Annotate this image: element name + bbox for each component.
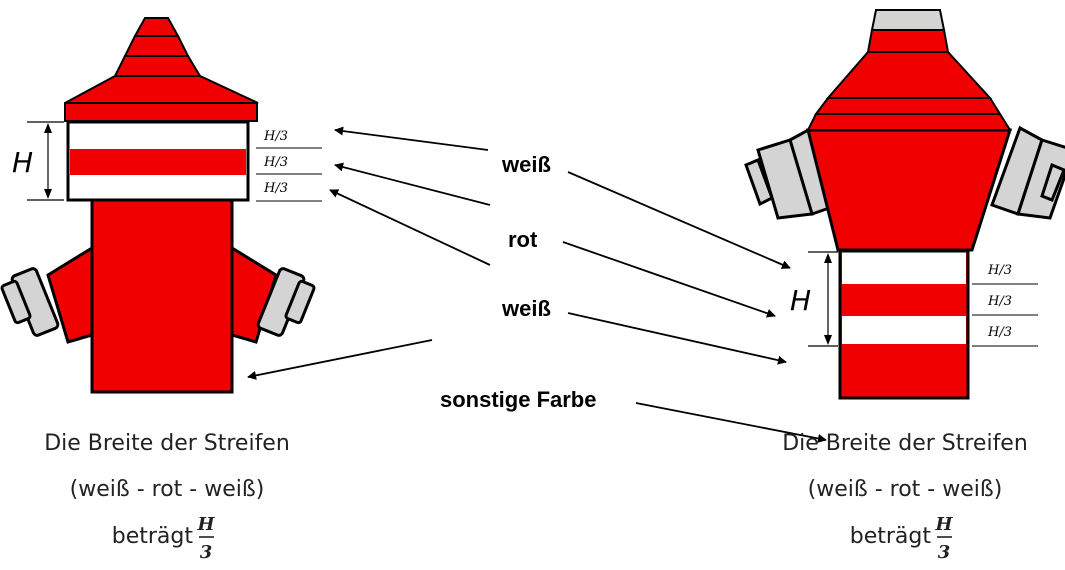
right-height-label: H [790,284,811,317]
right-fraction-3: H/3 [987,325,1012,340]
right-fraction-2: H/3 [987,294,1012,309]
arrow-rot-left [334,162,491,206]
left-hydrant-cap [64,17,259,122]
arrows [247,126,827,443]
left-height-label: H [12,146,33,179]
left-fraction-table: H/3 H/3 H/3 [256,129,322,202]
right-hydrant: H H/3 H/3 H/3 [744,9,1065,400]
left-fraction-3: H/3 [263,181,288,196]
left-caption-line3: beträgt [112,524,194,549]
left-hydrant-left-outlet [0,245,94,344]
right-hydrant-right-outlet [990,125,1065,220]
label-rot: rot [508,227,538,252]
arrow-weiss-bottom-left [329,189,491,266]
left-hydrant-body [90,198,234,394]
left-caption-fraction-denominator: 3 [200,542,213,563]
right-caption-line2: (weiß - rot - weiß) [808,477,1003,502]
right-caption: Die Breite der Streifen (weiß - rot - we… [782,431,1028,563]
left-fraction-1: H/3 [263,129,288,144]
left-hydrant: H H/3 H/3 H/3 [0,17,322,394]
arrow-weiss-bottom-right [567,312,787,365]
left-height-dimension [27,121,64,201]
arrow-other-left [247,339,433,380]
arrow-weiss-top-left [334,126,489,151]
arrow-rot-right [562,241,776,318]
arrow-other-right [635,402,827,443]
right-caption-fraction-denominator: 3 [938,542,951,563]
left-hydrant-right-outlet [230,245,316,344]
label-weiss-bottom: weiß [501,296,551,321]
left-hydrant-stripes [66,120,250,202]
left-caption-line1: Die Breite der Streifen [44,431,290,456]
label-weiss-top: weiß [501,152,551,177]
right-caption-line1: Die Breite der Streifen [782,431,1028,456]
right-caption-fraction-numerator: H [934,514,953,535]
left-caption-fraction-numerator: H [196,514,215,535]
right-hydrant-stripes [842,251,966,344]
right-hydrant-bowl [806,128,1013,252]
arrow-weiss-top-right [567,171,791,269]
right-height-dimension [808,251,838,347]
left-caption-line2: (weiß - rot - weiß) [70,477,265,502]
label-sonstige-farbe: sonstige Farbe [440,387,596,412]
right-fraction-table: H/3 H/3 H/3 [972,263,1038,347]
left-fraction-2: H/3 [263,155,288,170]
right-fraction-1: H/3 [987,263,1012,278]
left-caption: Die Breite der Streifen (weiß - rot - we… [44,431,290,563]
right-caption-line3: beträgt [850,524,932,549]
right-hydrant-cap [806,9,1012,131]
